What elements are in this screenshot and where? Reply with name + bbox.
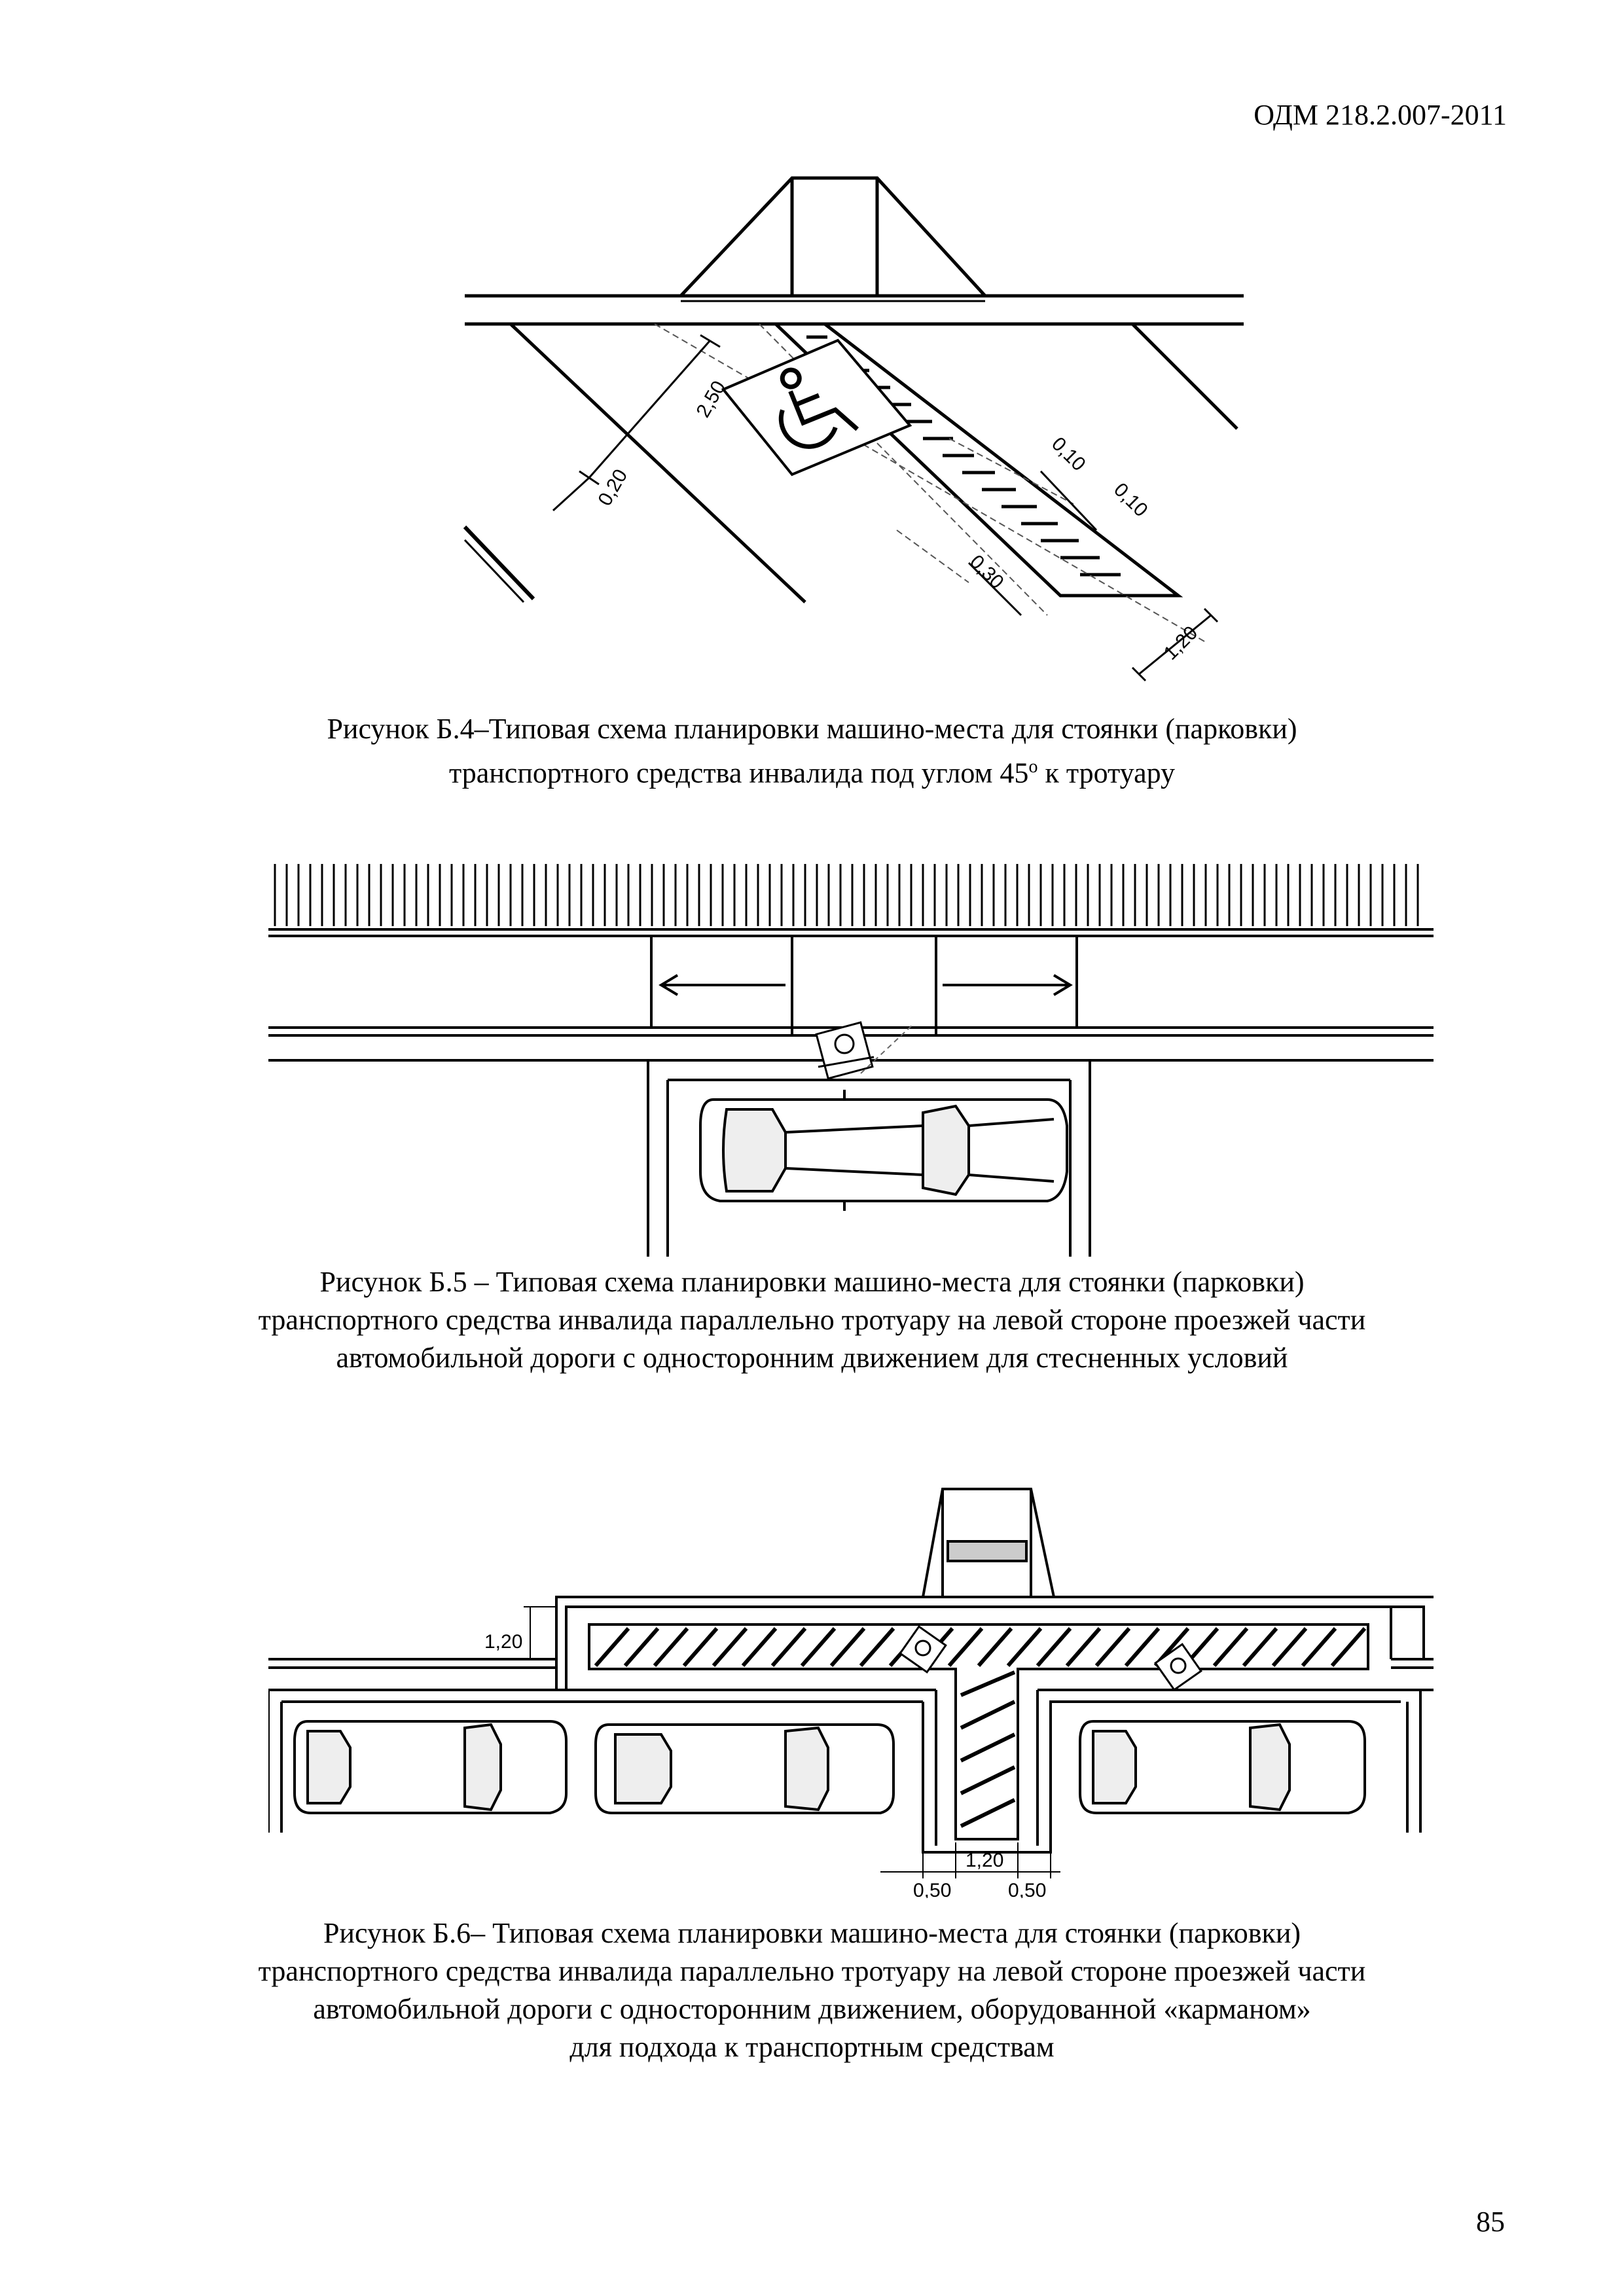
document-code: ОДМ 218.2.007-2011 [1254, 99, 1507, 131]
dim-bottom-0-50-b: 0,50 [1008, 1880, 1046, 1898]
figure-b5-diagram [268, 864, 1434, 1257]
figure-b5-caption: Рисунок Б.5 – Типовая схема планировки м… [258, 1266, 1366, 1374]
wheelchair-icon [815, 1021, 875, 1080]
figure-b6-diagram: 1,20 1,20 0,50 0,50 [268, 1488, 1434, 1898]
wheelchair-icon [721, 338, 912, 476]
figure-b4-caption: Рисунок Б.4–Типовая схема планировки маш… [327, 713, 1297, 789]
dim-2-50: 2,50 [692, 377, 730, 421]
figure-b6-caption: Рисунок Б.6– Типовая схема планировки ма… [258, 1917, 1366, 2063]
dim-left-1-20: 1,20 [484, 1631, 522, 1653]
figure-b4-diagram: 2,50 0,20 0,10 0,10 0,30 1,20 [463, 176, 1244, 682]
dim-bottom-0-50-a: 0,50 [913, 1880, 951, 1898]
wheelchair-icon [899, 1625, 1202, 1691]
page-number: 85 [1476, 2206, 1505, 2238]
dim-bottom-1-20: 1,20 [965, 1850, 1003, 1871]
dim-0-10-b: 0,10 [1110, 479, 1152, 522]
dim-0-30: 0,30 [965, 551, 1008, 594]
car-icon [699, 1090, 1068, 1211]
grass-strip [274, 864, 1419, 926]
dim-0-20: 0,20 [594, 465, 632, 509]
car-icon [293, 1720, 1366, 1814]
dim-0-10-a: 0,10 [1047, 433, 1090, 476]
pocket-hatching [594, 1627, 1367, 1828]
